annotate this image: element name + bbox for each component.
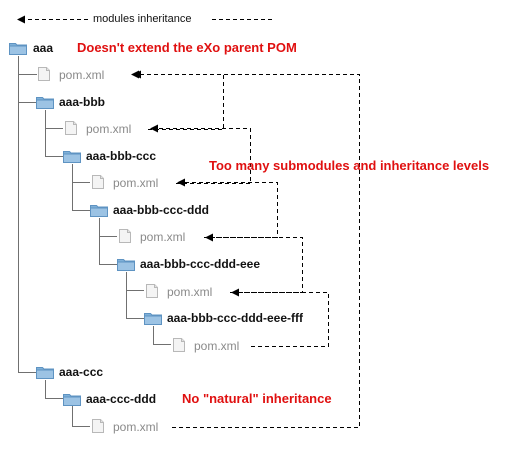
tree-line-aaa-bbb bbox=[45, 110, 63, 157]
note-too-many-levels: Too many submodules and inheritance leve… bbox=[209, 158, 490, 173]
folder-icon bbox=[36, 97, 54, 109]
folder-icon bbox=[117, 259, 135, 271]
tree-line-aaa-ccc bbox=[45, 380, 63, 399]
tree-line-aaa-bbb-ccc-ddd-eee bbox=[126, 272, 144, 319]
tree-line-aaa-bbb-ccc bbox=[72, 164, 90, 211]
file-icon bbox=[92, 419, 104, 433]
folder-label-aaa-ccc[interactable]: aaa-ccc bbox=[59, 365, 104, 379]
folder-label-aaa-bbb-ccc-ddd[interactable]: aaa-bbb-ccc-ddd bbox=[113, 203, 210, 217]
file-label-aaa-bbb-ccc-ddd-pom[interactable]: pom.xml bbox=[140, 230, 186, 244]
inheritance-arrow-ccc-to-bbb bbox=[150, 124, 251, 184]
folder-icon bbox=[9, 43, 27, 55]
inheritance-arrows bbox=[131, 70, 360, 428]
file-label-aaa-bbb-pom[interactable]: pom.xml bbox=[86, 122, 132, 136]
inheritance-arrow-bbb-to-aaa bbox=[131, 70, 224, 130]
folder-icon bbox=[63, 151, 81, 163]
file-icon bbox=[146, 284, 158, 298]
file-label-aaa-ccc-ddd-pom[interactable]: pom.xml bbox=[113, 420, 159, 434]
note-no-parent-pom: Doesn't extend the eXo parent POM bbox=[77, 40, 297, 55]
tree-line-aaa-bbb-ccc-ddd-eee-fff bbox=[153, 326, 171, 345]
file-icon bbox=[65, 121, 77, 135]
inheritance-arrow-fff-to-eee bbox=[231, 288, 329, 347]
file-icon bbox=[38, 67, 50, 81]
file-icon bbox=[119, 229, 131, 243]
file-icon bbox=[92, 175, 104, 189]
file-label-aaa-bbb-ccc-ddd-eee-fff-pom[interactable]: pom.xml bbox=[194, 339, 240, 353]
inheritance-arrow-ccc-ddd-to-aaa bbox=[133, 70, 360, 428]
folder-icon bbox=[63, 394, 81, 406]
folder-label-aaa-bbb-ccc-ddd-eee-fff[interactable]: aaa-bbb-ccc-ddd-eee-fff bbox=[167, 311, 304, 325]
file-label-aaa-pom[interactable]: pom.xml bbox=[59, 68, 105, 82]
file-icon bbox=[173, 338, 185, 352]
folder-label-aaa-ccc-ddd[interactable]: aaa-ccc-ddd bbox=[86, 392, 157, 406]
folder-icon bbox=[90, 205, 108, 217]
folder-label-aaa[interactable]: aaa bbox=[33, 41, 54, 55]
note-no-natural-inheritance: No "natural" inheritance bbox=[182, 391, 332, 406]
tree-line-aaa-ccc-ddd bbox=[72, 406, 90, 427]
tree-lines bbox=[18, 56, 171, 427]
tree-line-aaa-bbb-ccc-ddd bbox=[99, 218, 117, 265]
folder-icon bbox=[144, 313, 162, 325]
legend-label: modules inheritance bbox=[93, 13, 192, 25]
folder-icon bbox=[36, 367, 54, 379]
tree-line-aaa bbox=[18, 56, 37, 373]
folder-label-aaa-bbb-ccc-ddd-eee[interactable]: aaa-bbb-ccc-ddd-eee bbox=[140, 257, 261, 271]
folder-label-aaa-bbb-ccc[interactable]: aaa-bbb-ccc bbox=[86, 149, 157, 163]
inheritance-arrow-eee-to-ddd bbox=[205, 233, 303, 293]
file-label-aaa-bbb-ccc-pom[interactable]: pom.xml bbox=[113, 176, 159, 190]
folder-label-aaa-bbb[interactable]: aaa-bbb bbox=[59, 95, 106, 109]
file-label-aaa-bbb-ccc-ddd-eee-pom[interactable]: pom.xml bbox=[167, 285, 213, 299]
